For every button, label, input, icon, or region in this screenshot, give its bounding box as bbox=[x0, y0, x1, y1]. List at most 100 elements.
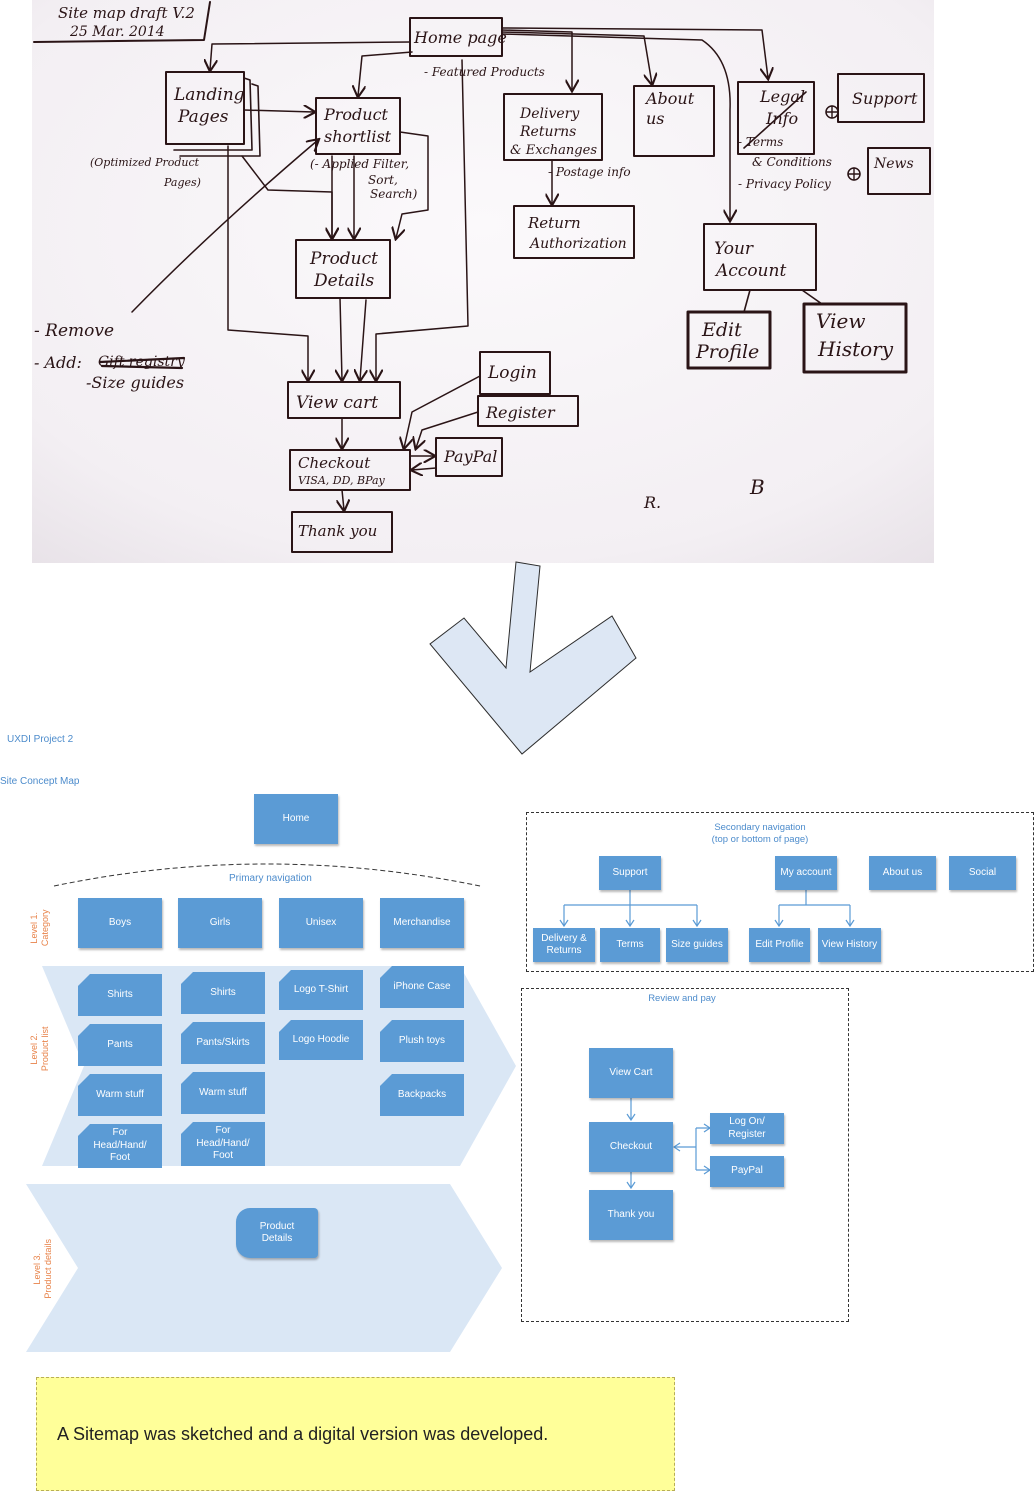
down-arrow-icon bbox=[429, 561, 637, 755]
boys-pants[interactable]: Pants bbox=[78, 1024, 162, 1066]
unisex-logo-tshirt[interactable]: Logo T-Shirt bbox=[279, 970, 363, 1010]
whiteboard-background bbox=[32, 0, 934, 563]
secondary-nav-title: Secondary navigation (top or bottom of p… bbox=[660, 822, 860, 846]
product-details-box[interactable]: Product Details bbox=[236, 1208, 318, 1258]
thank-you-box[interactable]: Thank you bbox=[589, 1190, 673, 1240]
delivery-returns-box[interactable]: Delivery & Returns bbox=[533, 928, 595, 962]
category-unisex[interactable]: Unisex bbox=[279, 898, 363, 948]
boys-warm-stuff[interactable]: Warm stuff bbox=[78, 1074, 162, 1116]
sitemap-sketch-photo: Site map draft V.2 25 Mar. 2014 Home pag… bbox=[32, 0, 934, 563]
review-pay-frame bbox=[521, 988, 849, 1322]
unisex-logo-hoodie[interactable]: Logo Hoodie bbox=[279, 1020, 363, 1060]
sketch-cart-label: View cart bbox=[296, 393, 378, 413]
sketch-news-label: News bbox=[873, 156, 914, 172]
sketch-title-line1: Site map draft V.2 bbox=[58, 4, 195, 22]
sketch-mark-b: B bbox=[749, 475, 765, 499]
sketch-add-crossed: Gift registry bbox=[98, 354, 186, 370]
girls-warm-stuff[interactable]: Warm stuff bbox=[181, 1072, 265, 1114]
size-guides-box[interactable]: Size guides bbox=[666, 928, 728, 962]
sketch-landing-line1: Landing bbox=[173, 85, 245, 105]
level3-line1: Level 3. bbox=[32, 1253, 43, 1285]
about-us-box[interactable]: About us bbox=[869, 856, 936, 890]
sketch-shortlist-line1: Product bbox=[323, 105, 389, 124]
boys-head-hand-foot[interactable]: For Head/Hand/ Foot bbox=[78, 1124, 162, 1168]
summary-note: A Sitemap was sketched and a digital ver… bbox=[36, 1377, 675, 1491]
view-history-box[interactable]: View History bbox=[818, 928, 881, 962]
sketch-box-register bbox=[477, 395, 579, 427]
primary-nav-label: Primary navigation bbox=[229, 873, 312, 884]
sketch-history-line2: History bbox=[817, 337, 894, 361]
sketch-box-news bbox=[867, 147, 931, 195]
sketch-account-line1: Your bbox=[714, 239, 754, 259]
level3-label: Level 3. Product details bbox=[32, 1226, 54, 1312]
sketch-details-line2: Details bbox=[313, 271, 375, 291]
home-box[interactable]: Home bbox=[254, 794, 338, 844]
sketch-optimized-line2: Pages) bbox=[163, 176, 201, 189]
merch-iphone-case[interactable]: iPhone Case bbox=[380, 966, 464, 1008]
merch-backpacks[interactable]: Backpacks bbox=[380, 1074, 464, 1116]
terms-box[interactable]: Terms bbox=[600, 928, 660, 962]
concept-map-title: Site Concept Map bbox=[0, 776, 80, 787]
sketch-account-line2: Account bbox=[714, 261, 786, 281]
project-label: UXDI Project 2 bbox=[7, 734, 74, 745]
category-boys[interactable]: Boys bbox=[78, 898, 162, 948]
sketch-return-line1: Return bbox=[527, 214, 581, 232]
sketch-about-line2: us bbox=[646, 109, 665, 128]
sketch-legal-line1: Legal bbox=[759, 87, 805, 106]
level2-line2: Product list bbox=[40, 1026, 50, 1072]
log-on-register-box[interactable]: Log On/ Register bbox=[710, 1113, 784, 1144]
sketch-postage-label: - Postage info bbox=[548, 165, 631, 179]
sketch-filter-line1: (- Applied Filter, bbox=[310, 157, 409, 171]
secondary-nav-title-line1: Secondary navigation bbox=[714, 822, 806, 833]
level2-line1: Level 2. bbox=[29, 1033, 40, 1065]
sketch-landing-line2: Pages bbox=[177, 107, 229, 127]
view-cart-box[interactable]: View Cart bbox=[589, 1048, 673, 1098]
social-box[interactable]: Social bbox=[949, 856, 1016, 890]
sketch-register-label: Register bbox=[485, 403, 556, 422]
paypal-box[interactable]: PayPal bbox=[710, 1156, 784, 1187]
sketch-checkout-line2: VISA, DD, BPay bbox=[298, 474, 386, 487]
level1-line1: Level 1. bbox=[29, 912, 40, 944]
merch-plush-toys[interactable]: Plush toys bbox=[380, 1020, 464, 1062]
sketch-support-label: Support bbox=[852, 89, 918, 108]
level3-line2: Product details bbox=[43, 1239, 53, 1299]
sketch-filter-line3: Search) bbox=[370, 187, 418, 201]
support-box[interactable]: Support bbox=[599, 856, 661, 890]
sketch-delivery-line3: & Exchanges bbox=[510, 143, 597, 158]
boys-shirts[interactable]: Shirts bbox=[78, 974, 162, 1016]
category-girls[interactable]: Girls bbox=[178, 898, 262, 948]
checkout-box[interactable]: Checkout bbox=[589, 1122, 673, 1172]
secondary-nav-title-line2: (top or bottom of page) bbox=[711, 833, 809, 845]
girls-shirts[interactable]: Shirts bbox=[181, 972, 265, 1014]
sketch-box-return-auth bbox=[513, 205, 635, 259]
sketch-box-product-details bbox=[295, 239, 391, 299]
title-bracket bbox=[33, 1, 211, 43]
sketch-delivery-line2: Returns bbox=[519, 124, 576, 140]
sketch-login-label: Login bbox=[487, 363, 537, 383]
sketch-box-edit-profile bbox=[686, 310, 772, 370]
sketch-shortlist-line2: shortlist bbox=[324, 127, 392, 146]
edit-profile-box[interactable]: Edit Profile bbox=[749, 928, 810, 962]
sketch-terms-line2: & Conditions bbox=[752, 155, 832, 169]
sketch-edit-line2: Profile bbox=[695, 341, 759, 363]
sketch-terms-line1: - Terms bbox=[738, 135, 783, 149]
sketch-privacy-label: - Privacy Policy bbox=[738, 177, 831, 191]
category-merchandise[interactable]: Merchandise bbox=[380, 898, 464, 948]
sketch-box-delivery bbox=[503, 93, 603, 161]
sketch-mark-r: R. bbox=[643, 493, 661, 512]
sketch-box-legal bbox=[737, 81, 815, 155]
sketch-box-support bbox=[837, 73, 925, 123]
my-account-box[interactable]: My account bbox=[775, 856, 837, 890]
sketch-add-label: - Add: bbox=[34, 353, 82, 372]
girls-pants-skirts[interactable]: Pants/Skirts bbox=[181, 1022, 265, 1064]
sketch-home-label: Home page bbox=[413, 28, 507, 47]
sketch-size-guides: -Size guides bbox=[86, 373, 184, 392]
girls-head-hand-foot[interactable]: For Head/Hand/ Foot bbox=[181, 1122, 265, 1166]
secondary-nav-frame bbox=[526, 812, 1034, 972]
sketch-checkout-line1: Checkout bbox=[298, 454, 371, 472]
sketch-featured-label: - Featured Products bbox=[424, 65, 545, 79]
sketch-box-login bbox=[479, 351, 551, 395]
sketch-legal-line2: Info bbox=[765, 109, 798, 128]
sketch-box-view-history bbox=[802, 302, 908, 374]
level1-line2: Category bbox=[40, 909, 50, 947]
